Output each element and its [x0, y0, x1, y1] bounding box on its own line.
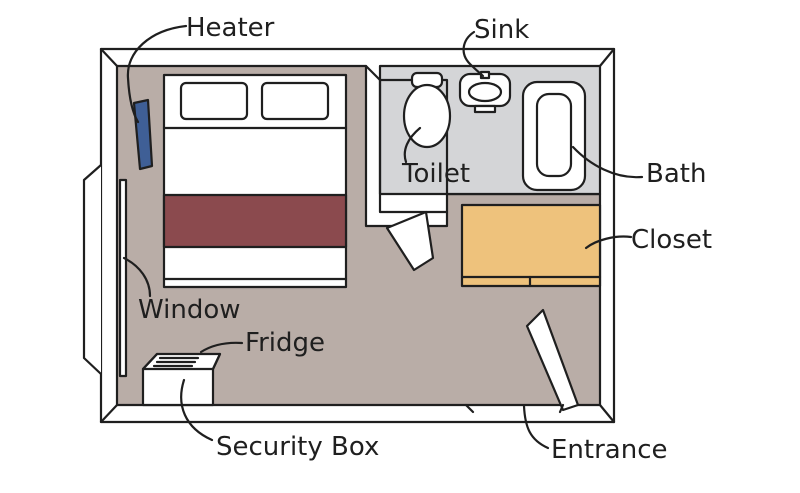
- security-box-vents: [152, 356, 200, 368]
- label-security-box: Security Box: [216, 432, 379, 462]
- bathroom-inner-line: [378, 78, 449, 196]
- pillow-left: [179, 81, 249, 121]
- bed-blanket-stripe: [162, 193, 348, 249]
- entrance-callout-line: [522, 404, 550, 450]
- pillow-right: [260, 81, 330, 121]
- closet: [460, 203, 602, 288]
- bathroom-wall-line: [364, 64, 449, 214]
- label-sink: Sink: [474, 15, 529, 45]
- entrance-threshold: [464, 403, 565, 414]
- sink-base: [473, 104, 497, 114]
- toilet-callout-line: [403, 126, 422, 164]
- window-glass: [118, 178, 128, 378]
- label-fridge: Fridge: [245, 328, 325, 358]
- closet-callout-line: [584, 235, 633, 250]
- label-bath: Bath: [646, 159, 706, 189]
- label-closet: Closet: [631, 225, 712, 255]
- sink-bowl: [467, 81, 503, 103]
- label-entrance: Entrance: [551, 435, 668, 465]
- bathtub-inner: [535, 92, 573, 178]
- window-bay: [82, 164, 102, 375]
- sink-callout-line: [462, 30, 485, 78]
- label-window: Window: [138, 295, 241, 325]
- fridge-callout-line: [199, 341, 244, 354]
- entrance-door: [525, 308, 580, 412]
- fridge-top: [141, 352, 222, 371]
- window-callout-line: [122, 256, 152, 298]
- heater: [132, 98, 154, 171]
- heater-callout-line: [126, 24, 188, 124]
- inner-wall-line: [99, 47, 616, 424]
- bathroom-door: [385, 210, 435, 272]
- security-box-callout-line: [180, 378, 214, 442]
- label-toilet: Toilet: [401, 159, 470, 189]
- bath-callout-line: [571, 145, 644, 179]
- label-heater: Heater: [186, 13, 275, 43]
